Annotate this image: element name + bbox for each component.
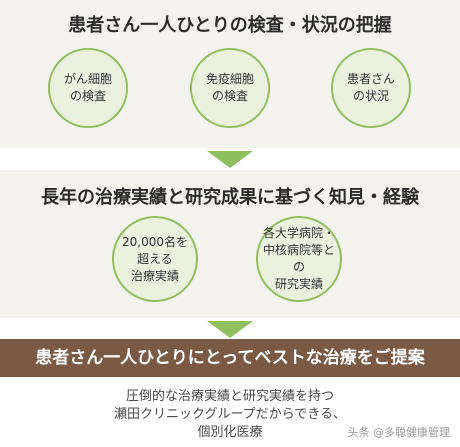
step2-panel [0,170,460,318]
summary-line: 圧倒的な治療実績と研究実績を持つ [125,389,334,404]
circle-line: 免疫細胞 [205,72,254,86]
circle-line: 20,000名を [122,234,188,249]
summary-line: 瀬田クリニックグループだからできる、 [113,407,347,422]
circle-line: 超える [137,251,173,266]
circle-line: がん細胞 [63,72,112,86]
down-arrow-icon [207,151,253,168]
treatment-record-circle: 20,000名を 超える 治療実績 [112,216,198,302]
patient-condition-circle: 患者さん の状況 [331,48,411,128]
circle-line: 各大学病院・ [262,226,335,240]
circle-line: の状況 [352,89,389,103]
summary-line: 個別化医療 [197,425,263,440]
research-record-circle: 各大学病院・ 中核病院等との 研究実績 [256,216,342,302]
cancer-cell-test-circle: がん細胞 の検査 [48,48,128,128]
result-banner: 患者さん一人ひとりにとってベストな治療をご提案 [0,339,460,377]
circle-line: 患者さん [346,72,395,86]
result-summary: 圧倒的な治療実績と研究実績を持つ 瀬田クリニックグループだからできる、 個別化医… [0,388,460,442]
step2-heading: 長年の治療実績と研究成果に基づく知見・経験 [41,187,419,208]
circle-line: の検査 [69,89,106,103]
step1-heading: 患者さん一人ひとりの検査・状況の把握 [68,15,392,36]
circle-line: 治療実績 [130,268,179,283]
watermark: 头条 @多聪健康管理 [347,426,451,439]
circle-line: 中核病院等との [262,243,335,274]
down-arrow-icon [207,321,253,338]
circle-line: の検査 [211,89,248,103]
immune-cell-test-circle: 免疫細胞 の検査 [190,48,270,128]
circle-line: 研究実績 [274,277,323,291]
